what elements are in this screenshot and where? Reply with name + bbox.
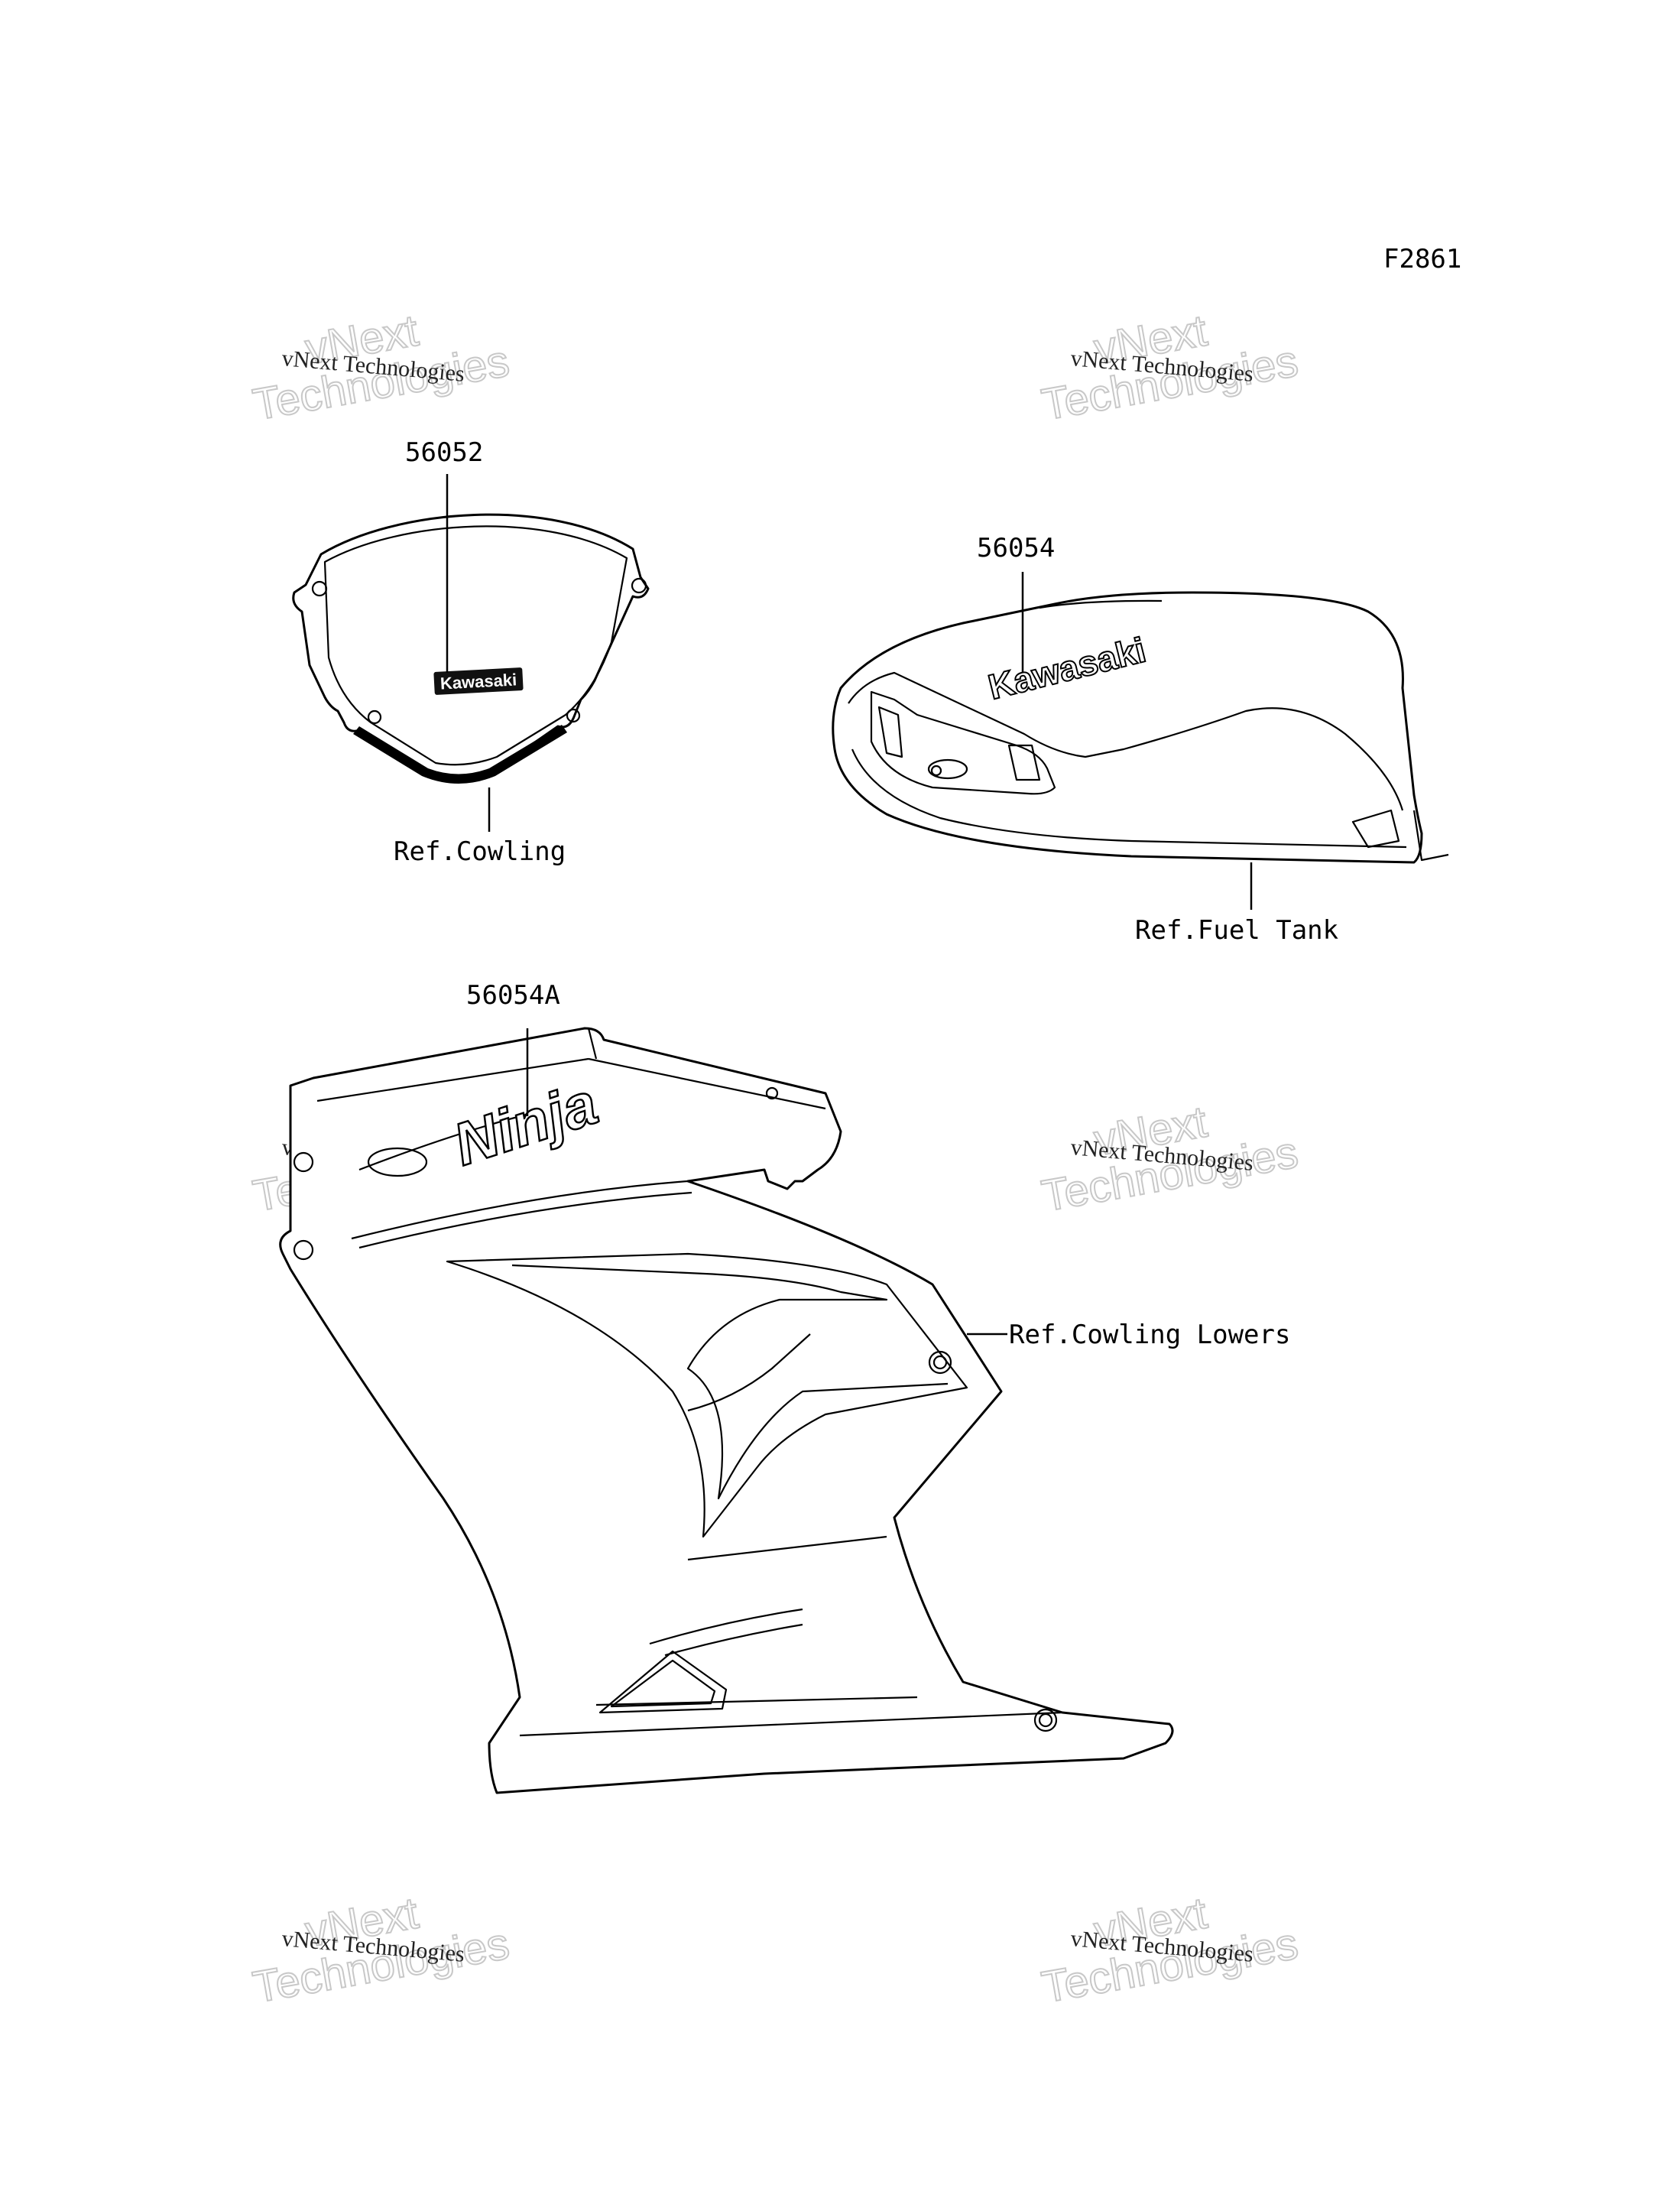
cowl-fastener-inner bbox=[932, 1355, 948, 1370]
part-number-56054: 56054 bbox=[977, 533, 1055, 563]
cowl-panel-line bbox=[664, 1623, 803, 1657]
mount-hole bbox=[631, 577, 647, 594]
watermark-top-right: vNext Technologies vNext Technologies bbox=[1037, 305, 1302, 431]
decal-text: Kawasaki bbox=[439, 670, 517, 693]
tank-bottom-contour bbox=[851, 748, 1407, 849]
cowl-panel-line bbox=[595, 1696, 918, 1706]
windscreen-outline bbox=[292, 513, 650, 783]
fuel-cap-bolt bbox=[930, 765, 942, 777]
cowl-edge-line bbox=[588, 1057, 826, 1110]
tank-recess bbox=[870, 690, 1056, 795]
windscreen-bottom-trim bbox=[353, 725, 567, 784]
part-number-56052: 56052 bbox=[405, 437, 483, 468]
ref-cowling-label: Ref.Cowling bbox=[394, 836, 566, 867]
cowling-lower-part: Ninja bbox=[279, 1027, 1174, 1794]
cowl-edge-line bbox=[316, 1057, 589, 1102]
part-number-56054A: 56054A bbox=[466, 980, 560, 1011]
watermark-bottom-right: vNext Technologies vNext Technologies bbox=[1037, 1888, 1302, 2014]
cowl-vent-accent bbox=[446, 1252, 968, 1538]
windscreen-part: Kawasaki bbox=[292, 474, 650, 832]
fuel-tank-outline bbox=[832, 591, 1423, 864]
cowl-fastener bbox=[928, 1350, 952, 1375]
cowl-vent-inner bbox=[511, 1264, 949, 1500]
figure-code: F2861 bbox=[1383, 244, 1461, 274]
fuel-cap-detail bbox=[927, 758, 968, 780]
mount-hole bbox=[367, 709, 382, 725]
cowl-stripe bbox=[351, 1180, 689, 1240]
cowl-vent-line bbox=[687, 1333, 811, 1412]
mount-hole bbox=[311, 580, 328, 597]
fuel-tank-part: Kawasaki bbox=[832, 572, 1449, 910]
tank-bracket bbox=[877, 706, 903, 758]
windscreen-inner-edge bbox=[323, 525, 628, 766]
cowl-mount-hole bbox=[765, 1086, 779, 1100]
tank-rear-mount bbox=[1351, 809, 1400, 849]
watermark-mid-right: vNext Technologies vNext Technologies bbox=[1037, 1096, 1302, 1222]
cowl-lower-vent-inner bbox=[610, 1659, 716, 1708]
tank-detail-line bbox=[1039, 599, 1163, 609]
cowl-fastener bbox=[1033, 1708, 1058, 1732]
cowl-stripe bbox=[358, 1111, 536, 1171]
cowl-panel-line bbox=[519, 1711, 1063, 1737]
cowl-panel-line bbox=[687, 1535, 887, 1561]
tank-inner-contour bbox=[848, 671, 1404, 811]
cowl-badge-oval bbox=[367, 1147, 428, 1177]
ref-cowling-lowers-label: Ref.Cowling Lowers bbox=[1009, 1320, 1290, 1350]
cowl-stripe bbox=[358, 1191, 692, 1249]
mount-hole bbox=[566, 708, 581, 723]
watermark-bottom-left: vNext Technologies vNext Technologies bbox=[248, 1888, 514, 2014]
cowling-lower-outline bbox=[279, 1027, 1174, 1794]
tank-bracket bbox=[1007, 744, 1041, 781]
cowl-lower-vent bbox=[598, 1650, 728, 1714]
cowl-fastener bbox=[293, 1239, 314, 1261]
cowl-fastener bbox=[293, 1151, 314, 1173]
cowl-panel-line bbox=[649, 1608, 803, 1645]
ref-fuel-tank-label: Ref.Fuel Tank bbox=[1135, 915, 1338, 946]
cowl-fastener-inner bbox=[1038, 1713, 1053, 1728]
watermark-top-left: vNext Technologies vNext Technologies bbox=[248, 305, 514, 431]
tank-rear-bracket bbox=[1412, 810, 1449, 862]
kawasaki-decal bbox=[433, 667, 524, 695]
cowl-edge-line bbox=[587, 1028, 598, 1060]
